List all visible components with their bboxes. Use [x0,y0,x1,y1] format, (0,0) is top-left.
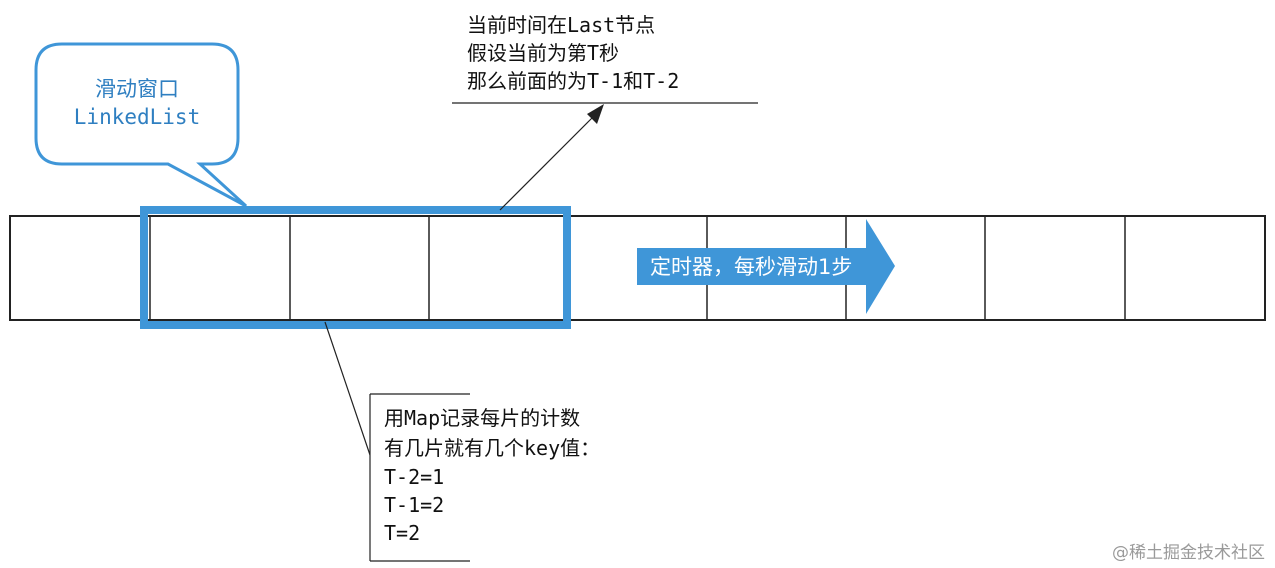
bubble-subtitle: LinkedList [74,105,200,129]
bottom-note-line-4: T-1=2 [384,493,444,517]
timer-arrow-shape [637,219,895,314]
top-note-line-3: 那么前面的为T-1和T-2 [467,69,679,93]
top-note-arrowhead [587,104,604,124]
bottom-note-line-5: T=2 [384,521,420,545]
top-note-line-1: 当前时间在Last节点 [467,13,655,37]
bubble-shape [34,42,248,208]
bottom-note-line-2: 有几片就有几个key值： [384,436,600,460]
top-note-pointer-line [499,113,597,211]
sliding-window-frame [140,206,571,329]
timer-arrow: 定时器，每秒滑动1步 [637,219,895,314]
watermark-text: @稀土掘金技术社区 [1112,543,1265,563]
timer-arrow-label: 定时器，每秒滑动1步 [650,255,852,279]
bubble-title: 滑动窗口 [95,77,179,101]
top-note-line-2: 假设当前为第T秒 [467,41,619,65]
bottom-note-line-3: T-2=1 [384,465,444,489]
bottom-note-line-1: 用Map记录每片的计数 [384,406,580,430]
window-callout-bubble: 滑动窗口 LinkedList [34,42,248,208]
bottom-annotation: 用Map记录每片的计数 有几片就有几个key值： T-2=1 T-1=2 T=2 [324,321,600,562]
bottom-note-pointer-line [324,321,371,456]
top-annotation: 当前时间在Last节点 假设当前为第T秒 那么前面的为T-1和T-2 [452,13,758,211]
